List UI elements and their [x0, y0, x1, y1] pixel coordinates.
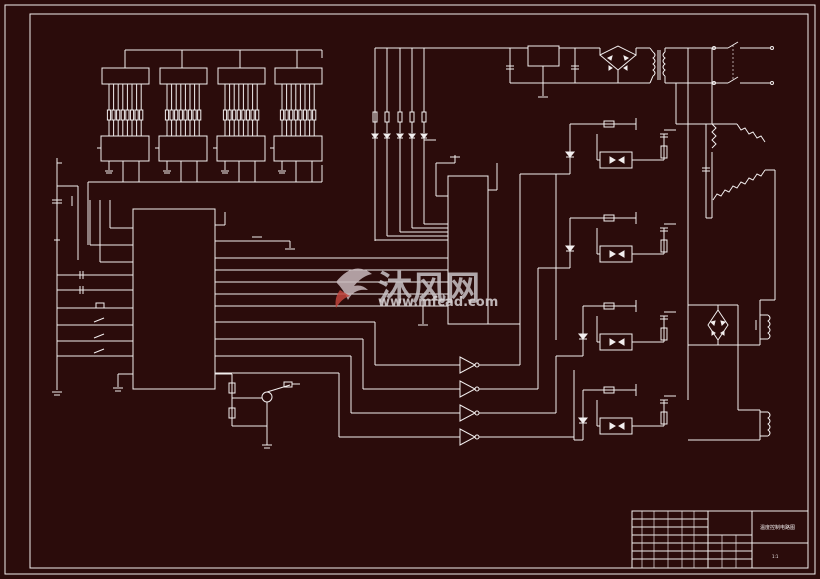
- ssr-relay: [600, 246, 632, 262]
- ssr-channel-2: [538, 212, 676, 268]
- mcu-pin-wires: [120, 262, 133, 356]
- digit-display-module: [275, 68, 322, 84]
- ssr-relay: [600, 152, 632, 168]
- mcu-reset: [215, 212, 295, 249]
- driver-chip: [274, 136, 322, 161]
- outer-border: [5, 5, 815, 574]
- input-switches: [52, 158, 133, 395]
- watermark-text: 沐风网: [378, 269, 480, 309]
- buffer-gate-2: [215, 339, 538, 397]
- buffer-gates: [215, 322, 574, 445]
- digit-display-1: [97, 68, 149, 182]
- sheet-scale: 1:1: [772, 554, 779, 559]
- buffer-gate-4: [215, 373, 574, 445]
- driver-chip: [217, 136, 265, 161]
- title-block: 温度控制电路图 1:1: [632, 511, 808, 568]
- digit-display-4: [270, 68, 322, 182]
- buffer-gate-3: [215, 356, 556, 421]
- driver-chip: [101, 136, 149, 161]
- ssr-channel-4: [574, 384, 676, 440]
- digit-display-module: [218, 68, 265, 84]
- ssr-relay: [600, 418, 632, 434]
- microcontroller-ic: [133, 209, 215, 389]
- buzzer-driver: [215, 374, 300, 448]
- watermark: 沐风网 www.mfcad.com: [335, 268, 498, 310]
- ssr-output-channels: [520, 118, 676, 440]
- watermark-url: www.mfcad.com: [378, 295, 498, 310]
- driver-chip: [159, 136, 207, 161]
- digit-display-group: [88, 68, 322, 245]
- driver-ic: [448, 176, 488, 324]
- led-indicator-column: [372, 48, 448, 240]
- mfcad-logo-icon: [335, 268, 372, 308]
- display-section: [125, 50, 322, 68]
- ssr-channel-1: [520, 118, 676, 174]
- delta-heater-load: [676, 124, 775, 300]
- motor-bridge: [688, 300, 775, 440]
- power-supply: [375, 42, 774, 400]
- digit-display-module: [102, 68, 149, 84]
- ssr-channel-3: [556, 300, 676, 356]
- driver-ic-wires: [418, 155, 520, 325]
- buffer-gate-1: [215, 322, 520, 373]
- ssr-relay: [600, 334, 632, 350]
- digit-display-module: [160, 68, 207, 84]
- digit-display-2: [155, 68, 207, 182]
- drawing-title: 温度控制电路图: [760, 524, 795, 531]
- mcu-to-driver-wires: [215, 258, 448, 306]
- digit-display-3: [213, 68, 265, 182]
- inner-border: [30, 14, 808, 568]
